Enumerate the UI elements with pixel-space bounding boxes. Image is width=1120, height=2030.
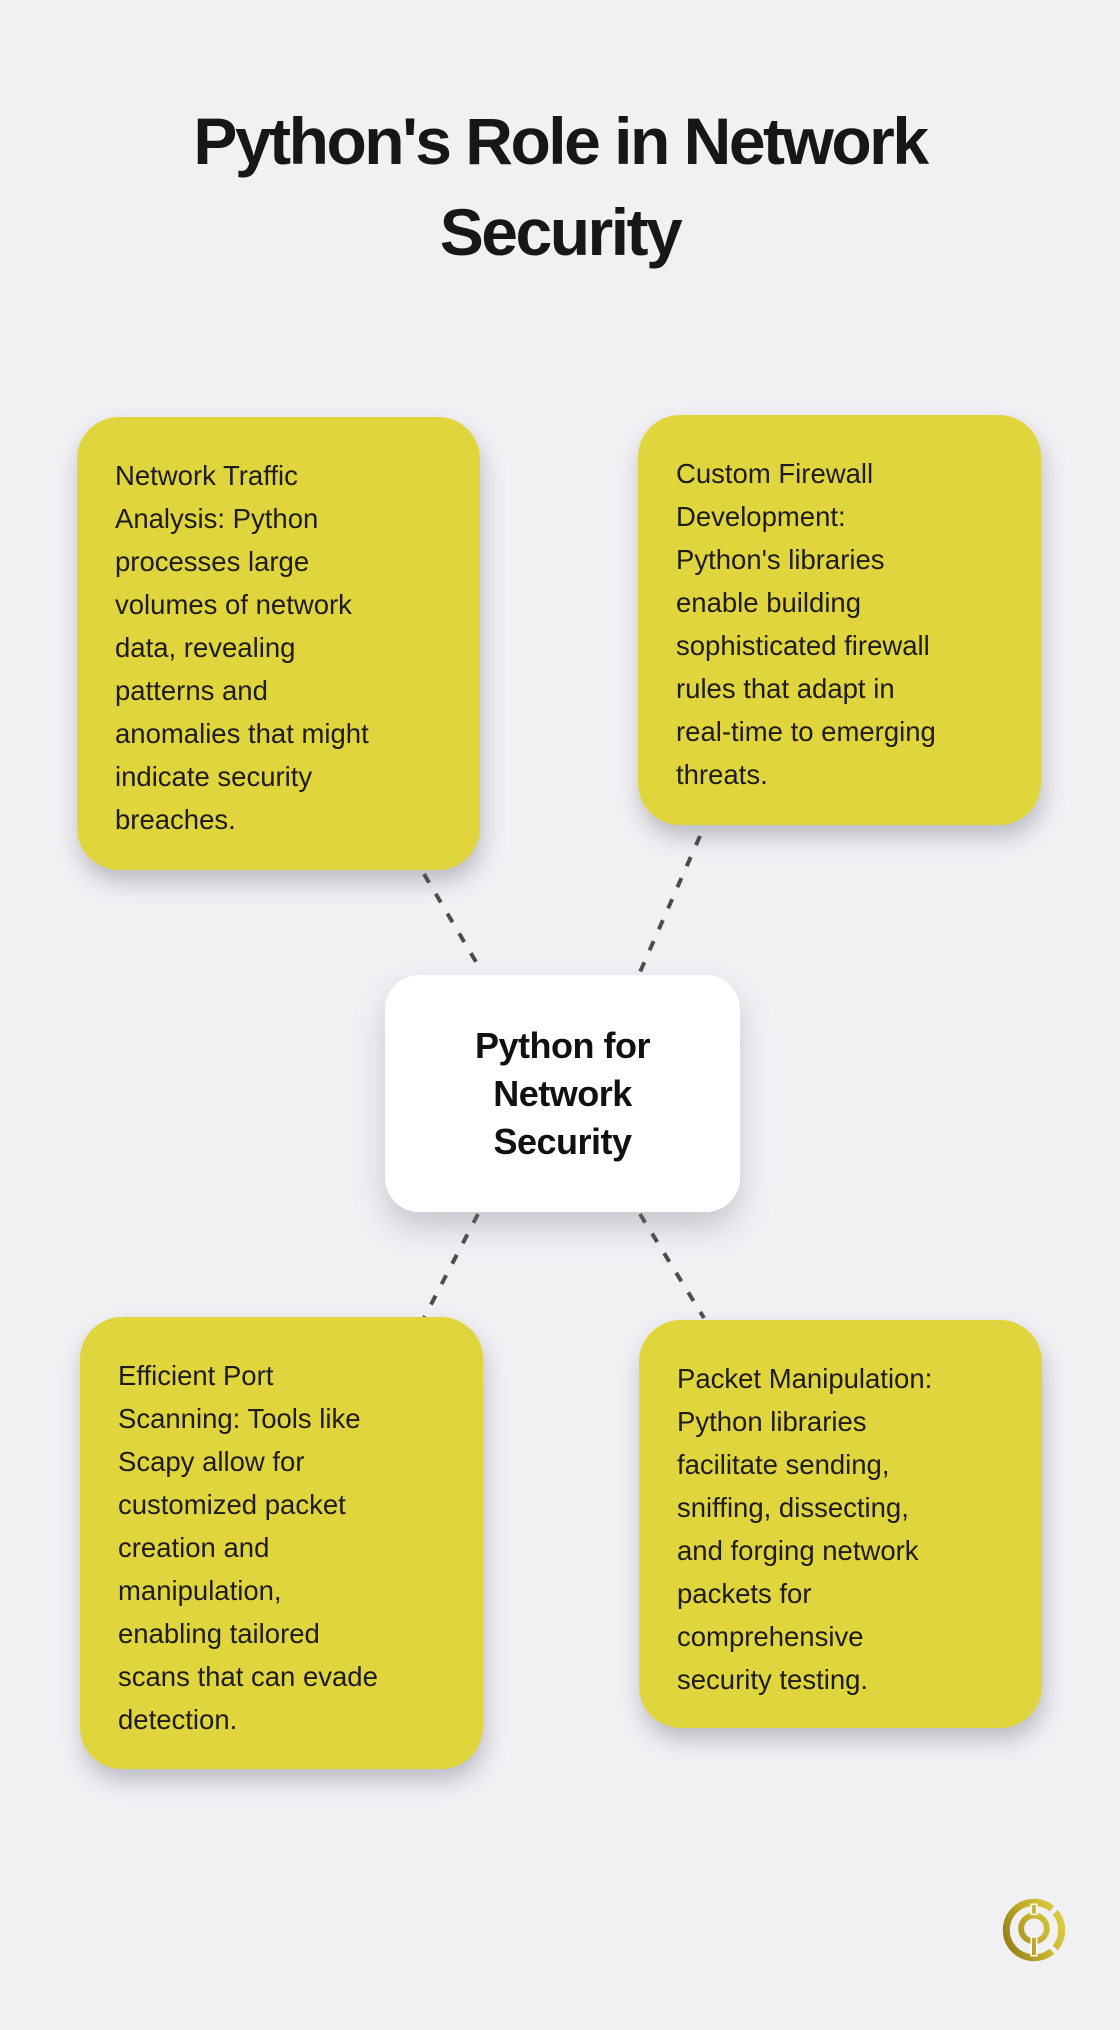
card-efficient-port-scanning: Efficient Port Scanning: Tools like Scap… (80, 1317, 483, 1769)
connector-bottom-right-line (638, 1212, 706, 1320)
card-custom-firewall-development: Custom Firewall Development: Python's li… (638, 415, 1041, 825)
logo-q-tail (1030, 1936, 1038, 1957)
logo-cut-top (1044, 1901, 1063, 1920)
connector-top-right-line (638, 835, 702, 973)
logo-cut-bottom (1044, 1940, 1063, 1959)
connector-top-left-line (422, 872, 484, 974)
card-network-traffic-analysis: Network Traffic Analysis: Python process… (77, 417, 480, 870)
card-text: Custom Firewall Development: Python's li… (676, 458, 936, 790)
card-text: Efficient Port Scanning: Tools like Scap… (118, 1360, 378, 1735)
card-text: Network Traffic Analysis: Python process… (115, 460, 369, 835)
card-packet-manipulation: Packet Manipulation: Python libraries fa… (639, 1320, 1042, 1728)
cq-logo-icon (1002, 1898, 1066, 1962)
connector-bottom-left-line (422, 1213, 480, 1319)
page-title: Python's Role in Network Security (193, 104, 929, 269)
center-node-label: Python for Network Security (475, 1024, 650, 1162)
center-node: Python for Network Security (385, 975, 740, 1212)
logo-q-top-tick (1030, 1903, 1038, 1916)
logo-outer-ring (1002, 1898, 1066, 1962)
card-text: Packet Manipulation: Python libraries fa… (677, 1363, 933, 1695)
